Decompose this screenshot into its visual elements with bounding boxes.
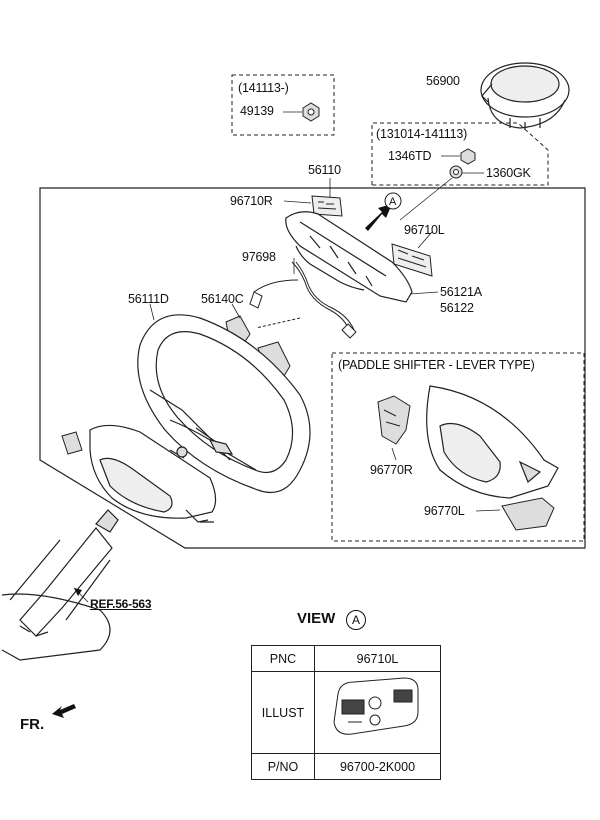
pnc-value: 96710L: [314, 645, 441, 672]
label-96770l: 96770L: [424, 504, 465, 518]
paddle-shifter-title: (PADDLE SHIFTER - LEVER TYPE): [338, 358, 535, 372]
lower-cover: [89, 424, 217, 523]
wire-harness: [249, 261, 357, 339]
steering-column: [1, 509, 119, 661]
wheel-hub: [285, 211, 413, 303]
paddle-lever-96770l: [501, 497, 555, 531]
label-96710l: 96710L: [404, 223, 445, 237]
view-marker-a: A: [389, 196, 397, 208]
part-number-table: PNC 96710L ILLUST P/NO 96700-2K000: [251, 645, 441, 780]
front-label: FR.: [20, 716, 45, 733]
nut-1346td: [460, 148, 476, 165]
paddle-shifter-box: [331, 352, 585, 542]
label-49139: 49139: [240, 104, 274, 118]
label-range-131014: (131014-141113): [376, 127, 468, 141]
bolt-1360gk: [449, 165, 463, 179]
ref-link: REF.56-563: [90, 597, 152, 611]
label-1360gk: 1360GK: [486, 166, 531, 180]
assembly-frame: [39, 187, 586, 549]
view-title-marker: A: [346, 610, 366, 630]
label-97698: 97698: [242, 250, 276, 264]
label-56122: 56122: [440, 301, 474, 315]
switch-96710l: [391, 243, 433, 277]
label-1346td: 1346TD: [388, 149, 432, 163]
illust-cell: [314, 671, 441, 754]
dashed-box-141113: [231, 74, 335, 136]
steering-wheel: [137, 314, 311, 494]
pno-label: P/NO: [251, 753, 315, 780]
illust-label: ILLUST: [251, 671, 315, 754]
paddle-cover: [426, 385, 559, 499]
nut-49139: [302, 102, 320, 122]
pno-value: 96700-2K000: [314, 753, 441, 780]
paddle-lever-96770r: [377, 395, 411, 445]
pnc-label: PNC: [251, 645, 315, 672]
switch-96710r: [311, 195, 343, 217]
label-56140c: 56140C: [201, 292, 244, 306]
front-arrow: [52, 704, 76, 718]
label-96770r: 96770R: [370, 463, 413, 477]
dashed-box-131014: [371, 122, 549, 186]
airbag-module: [480, 62, 570, 130]
label-56900: 56900: [426, 74, 460, 88]
view-title: VIEW: [297, 610, 336, 627]
view-arrow: [365, 192, 402, 231]
label-56111d: 56111D: [128, 292, 169, 306]
label-range-141113: (141113-): [238, 81, 289, 95]
small-clip: [61, 431, 83, 455]
label-56110: 56110: [308, 163, 341, 177]
label-56121a: 56121A: [440, 285, 482, 299]
label-96710r: 96710R: [230, 194, 273, 208]
